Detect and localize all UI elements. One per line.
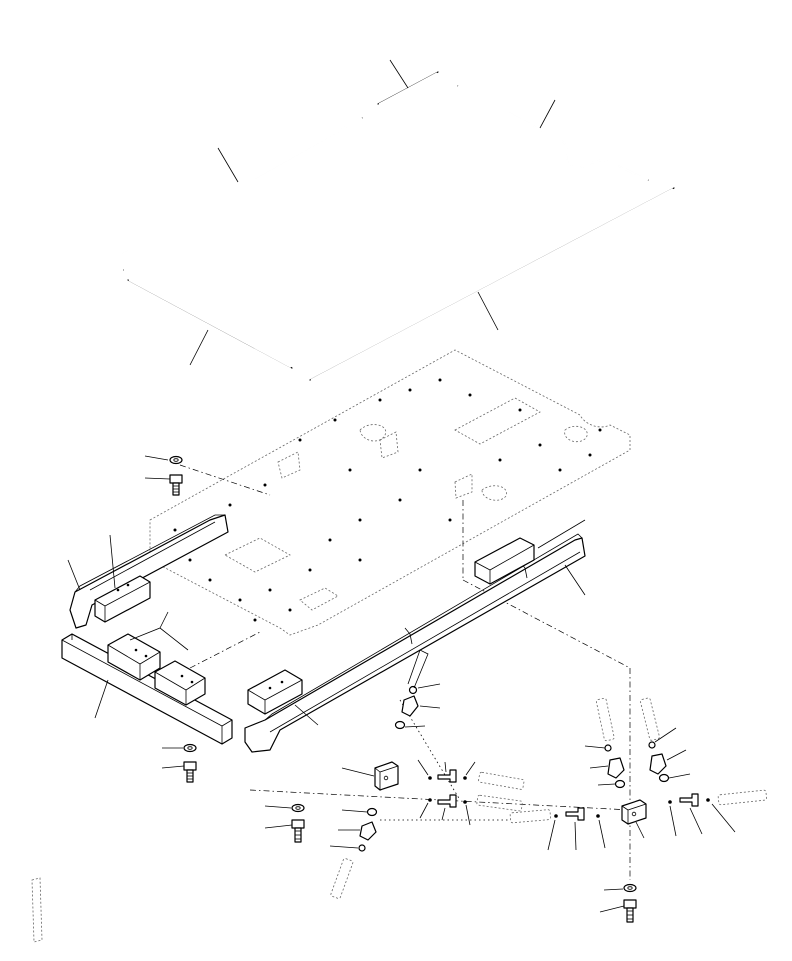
fitting-icon — [417, 759, 476, 826]
lower-left-rod — [127, 279, 293, 369]
leader-lower-right-rod — [477, 291, 499, 331]
block-icon — [621, 799, 647, 839]
leader-short-rod — [389, 59, 409, 89]
leader-wavy-rod — [539, 99, 556, 129]
seal-rod-group — [117, 59, 675, 381]
bolt-icon — [599, 899, 637, 923]
wavy-rod — [457, 85, 649, 181]
washer-icon — [264, 803, 305, 813]
fitting-icon — [547, 807, 606, 851]
right-rail-assembly — [244, 519, 586, 753]
lower-right-rod — [309, 187, 675, 381]
left-pad — [94, 575, 151, 623]
right-front-pad — [247, 669, 303, 715]
hose-icon — [330, 697, 767, 899]
leader-lower-left-rod — [189, 329, 209, 366]
fitting-icon — [394, 683, 441, 730]
bolt-icon — [144, 474, 183, 496]
middle-pads — [107, 611, 206, 706]
bolt-icon — [264, 819, 305, 843]
floor-plate — [149, 349, 631, 636]
washer-icon — [144, 455, 183, 465]
fitting-icon — [329, 807, 378, 852]
leader-bent-rod — [217, 147, 239, 183]
fitting-icon — [668, 793, 736, 837]
front-bar — [61, 633, 233, 745]
bent-left-rod — [117, 117, 363, 271]
block-icon — [341, 761, 399, 791]
washer-icon — [162, 743, 197, 753]
hose-icon — [407, 649, 429, 689]
bolt-icon — [161, 761, 197, 783]
washer-icon — [603, 883, 637, 893]
hose-icon — [31, 877, 43, 943]
fitting-icon — [584, 727, 691, 789]
left-rail-assembly — [67, 514, 229, 629]
centre-lines — [179, 464, 631, 880]
